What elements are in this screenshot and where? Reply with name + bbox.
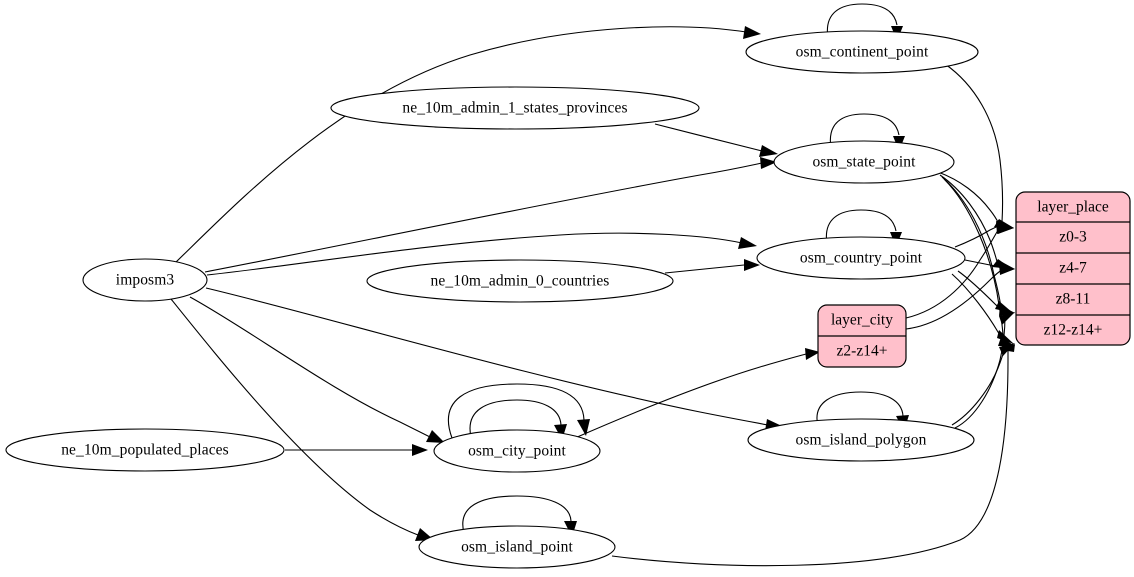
edge-ne_10m_admin_0_countries-to-osm_country_point: [664, 259, 760, 274]
layer-node-layer_city[interactable]: layer_city z2-z14+: [817, 304, 907, 368]
node-osm_island_polygon[interactable]: osm_island_polygon: [747, 418, 975, 462]
node-label-osm_city_point: osm_city_point: [468, 443, 566, 460]
edge-layer_city-to-layer_place-z4-7: [905, 264, 1015, 330]
edge-osm_city_point-to-layer_city-z2-z14plus: [574, 348, 820, 439]
node-layer: imposm3 ne_10m_admin_1_states_provinces …: [5, 30, 979, 569]
node-label-ne_10m_admin_1_states_provinces: ne_10m_admin_1_states_provinces: [402, 100, 627, 117]
self-loop-osm_city_point-outer: [447, 383, 590, 439]
layer_place-title: layer_place: [1037, 199, 1109, 216]
edge-osm_island_point-to-layer_place-z12-z14plus: [611, 344, 1015, 567]
edge-imposm3-to-osm_country_point: [206, 232, 757, 276]
edge-imposm3-to-osm_city_point: [189, 296, 445, 443]
node-osm_state_point[interactable]: osm_state_point: [773, 140, 955, 184]
node-osm_country_point[interactable]: osm_country_point: [756, 236, 966, 280]
layer_place-row-z0-3: z0-3: [1059, 229, 1087, 246]
layer-node-layer_place[interactable]: layer_place z0-3 z4-7 z8-11 z12-z14+: [1015, 191, 1131, 346]
edge-imposm3-to-osm_island_polygon: [205, 287, 784, 431]
node-label-ne_10m_admin_0_countries: ne_10m_admin_0_countries: [431, 273, 610, 290]
edge-osm_island_polygon-to-layer_place-z8-11: [954, 312, 1015, 429]
node-label-osm_island_point: osm_island_point: [461, 539, 573, 556]
layer_place-row-z12-z14plus: z12-z14+: [1044, 322, 1103, 339]
edge-osm_country_point-to-layer_place-z12-z14plus: [951, 273, 1015, 346]
edge-osm_state_point-to-layer_place-z12-z14plus: [943, 178, 1014, 344]
node-osm_continent_point[interactable]: osm_continent_point: [745, 30, 979, 74]
layer_city-row-z2-z14plus: z2-z14+: [837, 343, 888, 360]
node-label-osm_island_polygon: osm_island_polygon: [796, 432, 927, 449]
edge-layer_city-to-layer_place-z0-3: [905, 223, 1014, 319]
edge-osm_continent_point-to-layer_place-z0-3: [944, 63, 1014, 234]
node-label-osm_state_point: osm_state_point: [812, 154, 916, 171]
edge-ne_10m_admin_1_states_provinces-to-osm_state_point: [654, 123, 778, 157]
node-label-osm_country_point: osm_country_point: [800, 250, 923, 267]
node-label-osm_continent_point: osm_continent_point: [796, 44, 929, 61]
edge-imposm3-to-osm_continent_point: [174, 26, 761, 264]
layer_place-row-z4-7: z4-7: [1059, 260, 1087, 277]
self-loop-osm_city_point-inner: [469, 399, 567, 440]
edge-osm_island_polygon-to-layer_place-z12-z14plus: [951, 343, 1015, 426]
node-ne_10m_admin_0_countries[interactable]: ne_10m_admin_0_countries: [366, 259, 674, 303]
node-label-imposm3: imposm3: [116, 272, 175, 289]
layer_city-title: layer_city: [831, 312, 893, 329]
layer_place-row-z8-11: z8-11: [1056, 291, 1091, 308]
edge-imposm3-to-osm_state_point: [204, 157, 777, 273]
node-label-ne_10m_populated_places: ne_10m_populated_places: [61, 442, 229, 459]
node-ne_10m_populated_places[interactable]: ne_10m_populated_places: [5, 428, 285, 472]
node-ne_10m_admin_1_states_provinces[interactable]: ne_10m_admin_1_states_provinces: [330, 86, 700, 130]
node-osm_city_point[interactable]: osm_city_point: [433, 429, 601, 473]
edge-ne_10m_populated_places-to-osm_city_point: [285, 444, 428, 456]
node-imposm3[interactable]: imposm3: [82, 258, 208, 302]
node-osm_island_point[interactable]: osm_island_point: [418, 525, 616, 569]
edge-osm_country_point-to-layer_place-z8-11: [957, 270, 1015, 316]
